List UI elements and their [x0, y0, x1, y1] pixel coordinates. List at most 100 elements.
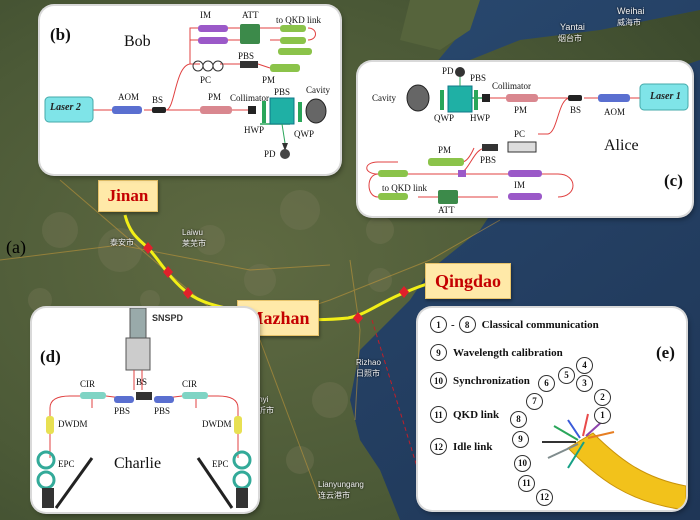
terrain-texture [28, 190, 394, 474]
alice-hwp [474, 90, 478, 110]
fiber-num-11: 11 [518, 474, 535, 492]
alice-bs-label: BS [570, 105, 582, 115]
bob-mod-a [280, 25, 306, 32]
bob-collimator-label: Collimator [230, 93, 269, 103]
bob-aom [112, 106, 142, 114]
relay-node [399, 286, 409, 298]
bob-mod-b [280, 37, 306, 44]
bob-bs [152, 107, 166, 113]
panel-c-alice: (c) Alice Laser 1 AOM BS PM Collimator P… [358, 62, 692, 216]
legend-row-classical: 1 - 8 Classical communication [430, 316, 599, 333]
bob-to-qkd-label: to QKD link [276, 15, 321, 25]
alice-pm2 [428, 158, 464, 166]
alice-mod-a [378, 170, 408, 177]
panel-b-label: (b) [50, 25, 71, 44]
legend-row-qkd: 11 QKD link [430, 406, 499, 423]
legend-text-sync: Synchronization [453, 374, 530, 387]
fiber-num-2: 2 [594, 388, 611, 406]
bob-pd [282, 143, 288, 151]
bs-charlie [136, 392, 152, 400]
legend-num-1: 1 [430, 316, 447, 333]
panel-e-cable: (e) 1 - 8 Classical communication 9 Wave… [418, 308, 686, 510]
alice-qwp [440, 90, 444, 110]
cir-right [182, 392, 208, 399]
cable-pointer-line [371, 319, 419, 471]
alice-laser [639, 83, 689, 111]
legend-text-idle: Idle link [453, 440, 493, 453]
alice-pd [455, 67, 465, 77]
map-label-lianyungang-cn: 连云港市 [318, 491, 350, 500]
alice-fibers [366, 97, 640, 198]
alice-pbs2 [482, 144, 498, 151]
fiber-num-3: 3 [576, 374, 593, 392]
bob-qwp [298, 102, 302, 122]
legend-num-11: 11 [430, 406, 447, 423]
legend-num-9: 9 [430, 344, 447, 361]
fiber-num-7: 7 [526, 392, 543, 410]
map-label-yantai: Yantai [560, 22, 585, 32]
bob-im-2 [198, 37, 228, 44]
relay-nodes [143, 242, 409, 324]
fiber-num-5: 5 [558, 366, 575, 384]
bob-pd-body [280, 149, 290, 159]
panel-b-bob: (b) Bob Laser 2 AOM BS PM IM ATT to QKD … [40, 6, 340, 174]
city-jinan: Jinan [98, 180, 158, 212]
bob-pbs1 [240, 61, 258, 68]
map-label-linyi: Linyi [252, 395, 269, 404]
bob-pm1-label: PM [262, 75, 276, 85]
snspd-head [129, 308, 147, 339]
bob-pc-label: PC [200, 75, 212, 85]
alice-im-small [458, 170, 466, 177]
bob-collimator [248, 106, 256, 114]
bob-pm2-label: PM [208, 92, 222, 102]
dwdm-right [234, 416, 242, 434]
alice-aom [598, 94, 630, 102]
alice-pc [507, 141, 537, 153]
bob-att-label: ATT [242, 10, 259, 20]
legend-row-wavelength: 9 Wavelength calibration [430, 344, 563, 361]
map-label-weihai-cn: 威海市 [617, 18, 641, 27]
dwdm-right-label: DWDM [202, 419, 232, 429]
cable-fibers [542, 413, 615, 469]
bob-pm2 [200, 106, 232, 114]
city-qingdao: Qingdao [425, 263, 511, 299]
map-label-lianyungang: Lianyungang [318, 480, 364, 489]
epc-left [36, 450, 56, 508]
bob-pbs2 [269, 97, 295, 125]
alice-setup-drawing [366, 67, 689, 204]
map-label-laiwu: Laiwu [182, 228, 203, 237]
alice-pbs2-label: PBS [480, 155, 497, 165]
map-label-weihai: Weihai [617, 6, 645, 16]
alice-im-label: IM [514, 180, 525, 190]
panel-e-label: (e) [656, 343, 675, 362]
alice-to-qkd-label: to QKD link [382, 183, 427, 193]
alice-pc-label: PC [514, 129, 526, 139]
cir-left [80, 392, 106, 399]
fiber-num-4: 4 [576, 356, 593, 374]
alice-bs [568, 95, 582, 101]
bob-im-label: IM [200, 10, 211, 20]
fiber-cable-drawing [542, 413, 686, 510]
alice-pd-label: PD [442, 66, 454, 76]
panel-d-title: Charlie [114, 455, 162, 472]
alice-hwp-label: HWP [470, 113, 490, 123]
cable-jacket [567, 432, 686, 510]
legend-text-qkd: QKD link [453, 408, 500, 421]
bob-cavity [305, 98, 327, 124]
map-label-laiwu-cn: 莱芜市 [182, 239, 206, 248]
bob-pm1 [270, 64, 300, 72]
legend-num-10: 10 [430, 372, 447, 389]
epc-right [232, 450, 252, 508]
snspd-label: SNSPD [152, 313, 184, 323]
alice-laser-label: Laser 1 [650, 91, 681, 102]
alice-cavity-label: Cavity [372, 93, 396, 103]
legend-num-12: 12 [430, 438, 447, 455]
relay-node [163, 266, 173, 278]
fiber-num-6: 6 [538, 374, 555, 392]
bob-pd-label: PD [264, 149, 276, 159]
alice-qwp-label: QWP [434, 113, 454, 123]
pbs-left-label: PBS [114, 406, 131, 416]
alice-pbs1 [447, 85, 473, 113]
fiber-num-10: 10 [514, 454, 531, 472]
